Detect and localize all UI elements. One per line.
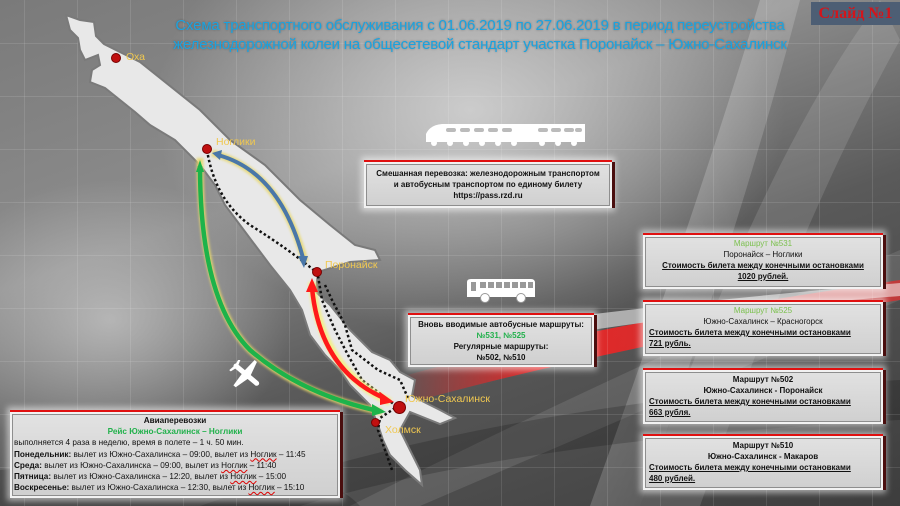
route-path: Южно-Сахалинск – Красногорск bbox=[703, 317, 823, 326]
island-shape bbox=[64, 13, 458, 488]
schedule-place: Ноглик bbox=[230, 472, 257, 482]
schedule-text: вылет из Южно-Сахалинска – 12:30, вылет … bbox=[69, 483, 249, 493]
route-path: Поронайск – Ноглики bbox=[723, 250, 803, 259]
route-card-510: Маршрут №510 Южно-Сахалинск - Макаров Ст… bbox=[643, 434, 886, 490]
city-label-yuzhno-sakhalinsk: Южно-Сахалинск bbox=[405, 393, 490, 405]
title-line-1: Схема транспортного обслуживания с 01.06… bbox=[175, 17, 785, 34]
schedule-place: Ноглик bbox=[221, 460, 248, 470]
schedule-time: – 11:40 bbox=[247, 460, 277, 470]
route-title: Маршрут №525 bbox=[733, 306, 793, 315]
city-dot-nogliki bbox=[202, 144, 212, 154]
title-line-2: железнодорожной колеи на общесетевой ста… bbox=[173, 36, 787, 53]
air-transport-info-box: Авиаперевозки Рейс Южно-Сахалинск – Ногл… bbox=[10, 410, 343, 498]
route-title: Маршрут №502 bbox=[732, 375, 794, 384]
schedule-row-friday: Пятница: вылет из Южно-Сахалинска – 12:2… bbox=[14, 471, 336, 482]
route-cost-value: 480 рублей. bbox=[649, 474, 696, 483]
new-routes-label: Вновь вводимые автобусные маршруты: bbox=[418, 320, 584, 329]
regular-routes-label: Регулярные маршруты: bbox=[453, 342, 549, 351]
route-cost-label: Стоимость билета между конечными останов… bbox=[649, 328, 851, 337]
air-box-heading: Авиаперевозки bbox=[143, 416, 207, 425]
new-routes-values: №531, №525 bbox=[476, 331, 526, 340]
schedule-time: – 15:00 bbox=[256, 472, 287, 482]
mixed-box-line-1: Смешанная перевозка: железнодорожным тра… bbox=[376, 169, 600, 178]
train-icon bbox=[426, 124, 585, 146]
bus-routes-info-box: Вновь вводимые автобусные маршруты: №531… bbox=[408, 313, 597, 367]
schedule-row-monday: Понедельник: вылет из Южно-Сахалинска – … bbox=[14, 449, 336, 460]
city-dot-kholmsk bbox=[371, 418, 380, 427]
city-dot-yuzhno-sakhalinsk bbox=[393, 401, 406, 414]
plane-icon bbox=[229, 360, 260, 388]
schedule-place: Ноглик bbox=[248, 483, 275, 493]
route-card-525: Маршрут №525 Южно-Сахалинск – Красногорс… bbox=[643, 300, 886, 356]
schedule-place: Ноглик bbox=[250, 449, 277, 459]
slide-number-badge: Слайд №1 bbox=[811, 2, 900, 25]
route-title: Маршрут №531 bbox=[733, 239, 793, 248]
schedule-text: вылет из Южно-Сахалинска – 09:00, вылет … bbox=[41, 460, 222, 470]
mixed-box-line-2: и автобусным транспортом по единому биле… bbox=[393, 180, 583, 189]
route-cost-label: Стоимость билета между конечными останов… bbox=[662, 261, 864, 270]
schedule-time: – 11:45 bbox=[276, 449, 306, 459]
schedule-text: вылет из Южно-Сахалинска – 09:00, вылет … bbox=[71, 449, 251, 459]
schedule-time: – 15:10 bbox=[274, 483, 305, 493]
bus-route-531-arrow bbox=[217, 153, 305, 259]
city-dot-okha bbox=[111, 53, 121, 63]
city-dot-poronaysk bbox=[312, 267, 322, 277]
schedule-row-sunday: Воскресенье: вылет из Южно-Сахалинска – … bbox=[14, 482, 336, 493]
city-label-okha: Оха bbox=[126, 51, 146, 63]
bus-route-502-arrow bbox=[309, 287, 385, 401]
route-title: Маршрут №510 bbox=[732, 441, 794, 450]
mixed-transport-info-box: Смешанная перевозка: железнодорожным тра… bbox=[364, 160, 615, 208]
route-cost-value: 663 рубля. bbox=[649, 408, 691, 417]
route-card-502: Маршрут №502 Южно-Сахалинск - Поронайск … bbox=[643, 368, 886, 424]
city-label-nogliki: Ноглики bbox=[216, 136, 256, 148]
air-box-frequency: выполняется 4 раза в неделю, время в пол… bbox=[14, 438, 244, 448]
city-label-kholmsk: Холмск bbox=[385, 424, 421, 436]
route-path: Южно-Сахалинск - Поронайск bbox=[703, 386, 823, 395]
schedule-day: Воскресенье: bbox=[14, 483, 70, 493]
bus-icon bbox=[467, 279, 535, 303]
route-cost-label: Стоимость билета между конечными останов… bbox=[649, 463, 851, 472]
route-cost-label: Стоимость билета между конечными останов… bbox=[649, 397, 851, 406]
route-cost-value: 1020 рублей. bbox=[737, 272, 789, 281]
route-path: Южно-Сахалинск - Макаров bbox=[707, 452, 819, 461]
city-label-poronaysk: Поронайск bbox=[325, 259, 378, 271]
schedule-text: вылет из Южно-Сахалинска – 12:20, вылет … bbox=[51, 472, 231, 482]
regular-routes-values: №502, №510 bbox=[476, 353, 526, 362]
rzd-pass-link[interactable]: https://pass.rzd.ru bbox=[453, 191, 523, 200]
air-route-arrow bbox=[197, 165, 375, 413]
schedule-row-wednesday: Среда: вылет из Южно-Сахалинска – 09:00,… bbox=[14, 460, 336, 471]
schedule-day: Понедельник: bbox=[14, 449, 72, 459]
page-title: Схема транспортного обслуживания с 01.06… bbox=[150, 16, 810, 54]
route-card-531: Маршрут №531 Поронайск – Ноглики Стоимос… bbox=[643, 233, 886, 289]
schedule-day: Пятница: bbox=[14, 472, 52, 482]
air-box-flight: Рейс Южно-Сахалинск – Ноглики bbox=[107, 427, 243, 437]
route-cost-value: 721 рубль. bbox=[649, 339, 691, 348]
schedule-day: Среда: bbox=[14, 460, 42, 470]
